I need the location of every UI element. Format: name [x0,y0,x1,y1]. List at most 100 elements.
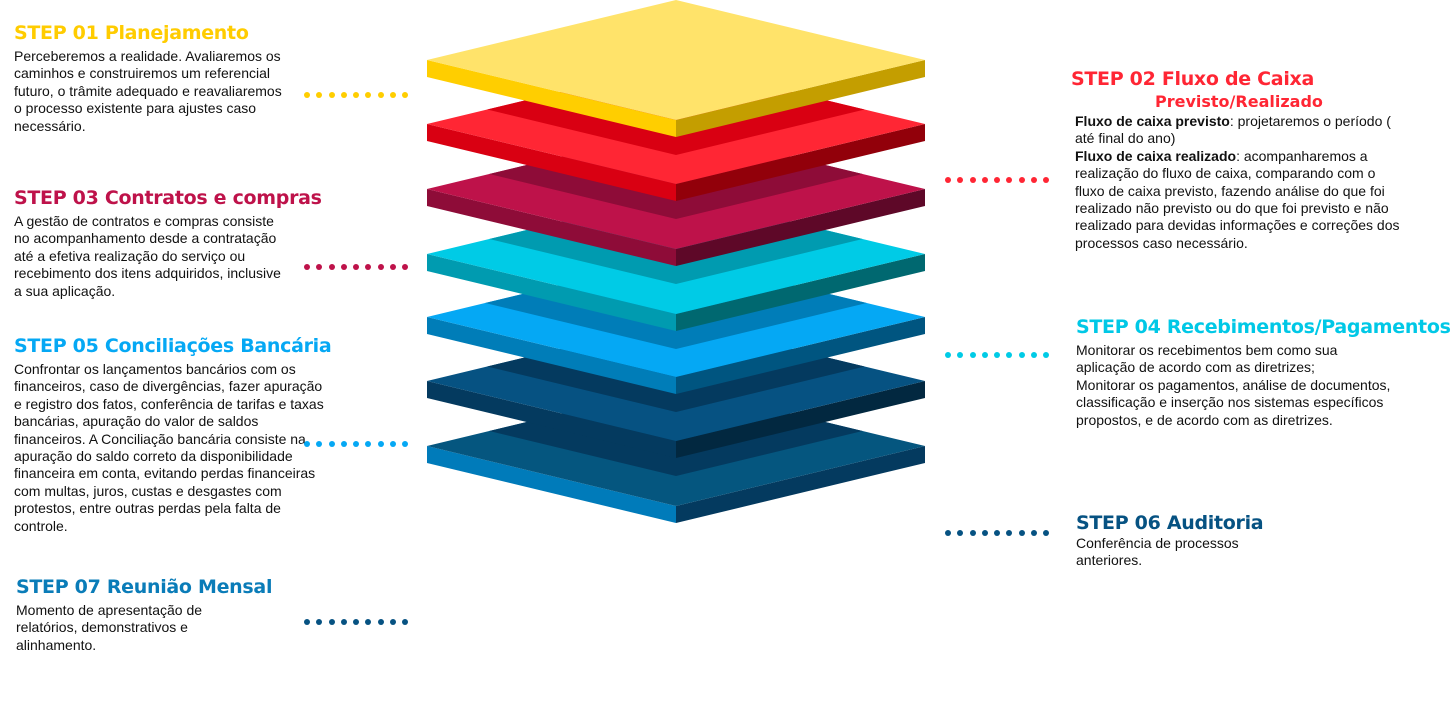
connector-dot [1018,177,1025,183]
connector-dot [340,264,347,270]
layer-left-face [427,317,676,394]
connector-dot [377,92,384,98]
connector-dot [389,619,396,625]
connector-dot [1043,177,1049,183]
connector-dot [316,619,323,625]
connector-dot [1030,352,1037,358]
connector-dot [389,441,396,447]
connector-dot [353,619,359,625]
connector-dot [340,92,347,98]
step-04-description: Monitorar os recebimentos bem como sua a… [1076,342,1391,428]
step-07-title: STEP 07 Reunião Mensal [16,576,273,598]
step-02-title: STEP 02 Fluxo de Caixa [1071,68,1315,90]
step-03-block: STEP 03 Contratos e compras A gestão de … [14,186,322,300]
layer-right-face [676,317,925,394]
layer-planejamento [427,0,925,137]
connector-dot [365,619,372,625]
connector-dot [981,177,988,183]
connector-step-07 [304,619,408,625]
layer-right-face [676,446,925,523]
connector-dot [316,264,323,270]
connector-dot [304,92,310,98]
connector-dot [377,264,384,270]
connector-dot [1018,530,1025,536]
connector-dot [945,530,951,536]
connector-dot [353,92,359,98]
connector-dot [340,441,347,447]
connector-step-04 [945,352,1049,358]
connector-step-01 [304,92,408,98]
step-02-description: Fluxo de caixa previsto: projetaremos o … [1075,113,1451,252]
layer-left-face [427,254,676,331]
connector-dot [328,92,335,98]
connector-dot [328,619,335,625]
step-04-block: STEP 04 Recebimentos/Pagamentos Monitora… [1076,315,1451,429]
layer-right-face [676,381,925,458]
connector-dot [1018,352,1025,358]
connector-dot [316,441,323,447]
layer-left-face [427,189,676,266]
connector-dot [945,177,951,183]
connector-dot [389,92,396,98]
previsto-text: : projetaremos o período ( até final do … [1075,113,1391,147]
connector-dot [402,92,408,98]
step-03-title: STEP 03 Contratos e compras [14,187,322,209]
connector-dot [304,619,310,625]
connector-step-02 [945,177,1049,183]
connector-dot [957,352,964,358]
step-05-description: Confrontar os lançamentos bancários com … [14,361,324,534]
connector-dot [1030,177,1037,183]
step-05-block: STEP 05 Conciliações Bancária Confrontar… [14,334,354,535]
connector-dot [402,441,408,447]
connector-dot [969,530,976,536]
connector-dot [365,441,372,447]
connector-dot [304,441,310,447]
connector-dot [969,352,976,358]
realizado-text: : acompanharemos a realização do fluxo d… [1075,147,1400,251]
step-07-block: STEP 07 Reunião Mensal Momento de aprese… [16,575,316,654]
layer-right-face [676,254,925,331]
connector-dot [328,264,335,270]
connector-dot [353,264,359,270]
connector-dot [304,264,310,270]
connector-dot [365,92,372,98]
layer-top-face [427,0,925,120]
connector-dot [969,177,976,183]
connector-dot [402,264,408,270]
connector-dot [981,530,988,536]
layer-right-face [676,189,925,266]
layer-left-face [427,124,676,201]
step-02-subtitle: Previsto/Realizado [1155,92,1323,111]
layer-right-face [676,60,925,137]
step-03-description: A gestão de contratos e compras consiste… [14,213,281,299]
connector-dot [377,441,384,447]
connector-dot [377,619,384,625]
step-07-description: Momento de apresentação de relatórios, d… [16,602,203,653]
layer-left-face [427,60,676,137]
connector-dot [1043,530,1049,536]
connector-dot [1006,530,1013,536]
step-04-title: STEP 04 Recebimentos/Pagamentos [1076,316,1451,338]
connector-dot [957,177,964,183]
connector-dot [365,264,372,270]
connector-dot [389,264,396,270]
step-05-title: STEP 05 Conciliações Bancária [14,335,332,357]
step-06-description: Conferência de processos anteriores. [1076,535,1239,569]
connector-step-03 [304,264,408,270]
connector-step-06 [945,530,1049,536]
step-02-block: STEP 02 Fluxo de Caixa Previsto/Realizad… [1071,67,1451,252]
layer-left-face [427,446,676,523]
step-06-title: STEP 06 Auditoria [1076,512,1264,534]
layer-right-face [676,124,925,201]
connector-dot [1043,352,1049,358]
step-01-block: STEP 01 Planejamento Perceberemos a real… [14,21,314,135]
connector-dot [994,530,1000,536]
connector-dot [402,619,408,625]
realizado-label: Fluxo de caixa realizado [1075,147,1237,164]
connector-dot [1006,177,1013,183]
connector-dot [994,177,1000,183]
connector-dot [316,92,323,98]
layer-left-face [427,381,676,458]
connector-dot [353,441,359,447]
connector-dot [1006,352,1013,358]
